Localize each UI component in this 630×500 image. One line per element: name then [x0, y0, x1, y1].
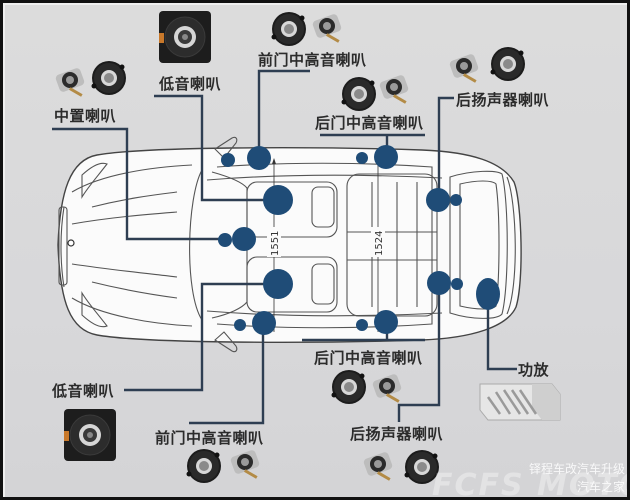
amplifier-photo: [479, 383, 561, 421]
car-outline: [57, 136, 522, 353]
car-speaker-layout-diagram: 1551 1524: [51, 10, 627, 497]
subwoofer-bottom-photo: [63, 408, 117, 462]
front-door-woofer-bottom-photo: [186, 449, 221, 483]
front-track-dimension: 1551: [270, 231, 281, 256]
center-speaker-marker: [232, 227, 256, 251]
front-door-tweeter-top-photo: [311, 13, 343, 43]
label-rear-speaker-bottom: 后扬声器喇叭: [350, 425, 443, 443]
rear-right-tweeter-marker: [356, 319, 368, 331]
center-tweeter-photo: [54, 67, 86, 97]
label-subwoofer-top: 低音喇叭: [158, 75, 221, 93]
rear-speaker-tweeter-bottom-photo: [362, 451, 394, 481]
rear-speaker-tweeter-top-photo: [448, 53, 480, 83]
front-right-subwoofer-marker: [263, 269, 293, 299]
rear-left-shelf-speaker-marker: [426, 188, 450, 212]
rear-right-shelf-tweeter-marker: [451, 278, 463, 290]
front-door-tweeter-bottom-photo: [229, 449, 261, 479]
speaker-markers: [218, 145, 500, 335]
right-mirror: [214, 331, 238, 353]
front-right-tweeter-marker: [234, 319, 246, 331]
front-left-seat: [246, 181, 338, 238]
center-woofer-photo: [91, 61, 126, 95]
trunk: [449, 170, 508, 319]
label-front-door-bottom: 前门中高音喇叭: [155, 429, 264, 447]
label-amplifier: 功放: [518, 361, 550, 379]
watermark-line1: 铎程车改汽车升级: [529, 461, 625, 476]
product-photos: [54, 10, 561, 484]
left-mirror: [214, 136, 238, 159]
label-rear-door-top: 后门中高音喇叭: [315, 114, 424, 132]
front-left-door-speaker-marker: [247, 146, 271, 170]
labels: 中置喇叭 低音喇叭 前门中高音喇叭 后门中高音喇叭 后扬声器喇叭 低音喇叭 前门…: [51, 51, 550, 447]
rear-door-tweeter-bottom-photo: [371, 373, 403, 403]
front-left-subwoofer-marker: [263, 185, 293, 215]
rear-right-door-speaker-marker: [374, 310, 398, 334]
front-left-tweeter-marker: [221, 153, 235, 167]
rear-door-woofer-top-photo: [341, 77, 376, 111]
front-right-door-speaker-marker: [252, 311, 276, 335]
front-door-woofer-top-photo: [271, 12, 306, 46]
label-rear-door-bottom: 后门中高音喇叭: [314, 349, 423, 367]
amplifier-marker: [476, 278, 500, 310]
label-rear-speaker-top: 后扬声器喇叭: [456, 91, 549, 109]
rear-right-shelf-speaker-marker: [427, 271, 451, 295]
watermark-line2: 汽车之家: [577, 479, 625, 494]
rear-door-woofer-bottom-photo: [331, 370, 366, 404]
watermark: FCFS MOTORS 铎程车改汽车升级 汽车之家: [432, 461, 627, 497]
diagram-canvas: 1551 1524: [3, 3, 627, 497]
rear-left-door-speaker-marker: [374, 145, 398, 169]
subwoofer-top-photo: [158, 10, 212, 64]
watermark-brand: FCFS MOTORS: [432, 468, 627, 497]
rear-left-tweeter-marker: [356, 152, 368, 164]
rear-speaker-woofer-top-photo: [490, 47, 525, 81]
label-front-door-top: 前门中高音喇叭: [258, 51, 367, 69]
label-center-speaker: 中置喇叭: [54, 107, 116, 125]
label-subwoofer-bottom: 低音喇叭: [51, 382, 114, 400]
center-tweeter-marker: [218, 233, 232, 247]
rear-door-tweeter-top-photo: [378, 74, 410, 104]
brand-logo-icon: [67, 239, 75, 247]
rear-left-shelf-tweeter-marker: [450, 194, 462, 206]
rear-track-dimension: 1524: [374, 231, 385, 256]
